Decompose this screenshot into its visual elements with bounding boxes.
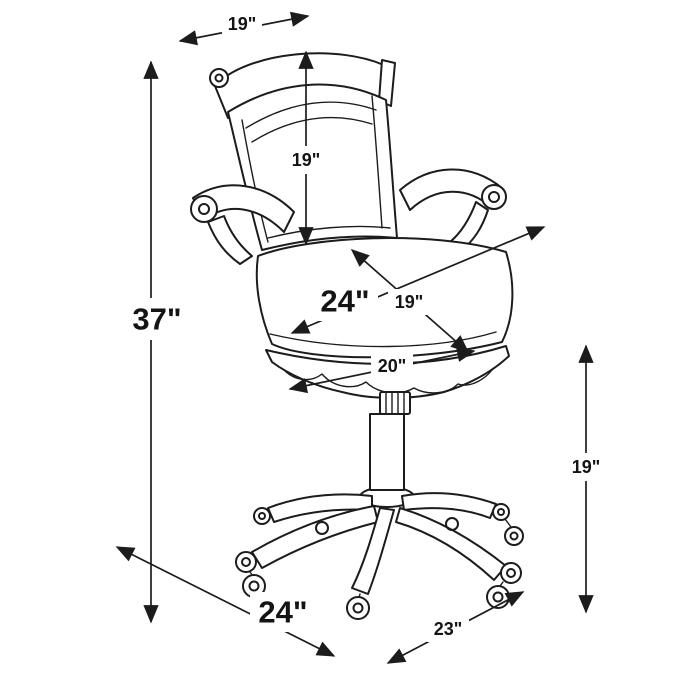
caster-front-right-hubcap: [492, 591, 504, 603]
crest-right-post: [378, 59, 396, 107]
dim-overall-height-label: 37": [132, 302, 181, 337]
dimension-label-bg: [285, 146, 327, 174]
chair-illustration: [190, 52, 524, 620]
dimension-label-bg: [388, 289, 430, 315]
dimension-base-width: 24": [115, 546, 336, 657]
leg-back-left: [267, 493, 373, 523]
dimension-label-bg: [124, 298, 190, 340]
caster-back-right-hubcap: [509, 531, 519, 541]
leg-back-left-scroll-inner-icon: [258, 512, 266, 520]
dimension-label-bg: [564, 453, 608, 481]
leg-front-right-scroll-inner-icon: [506, 568, 516, 578]
base-scroll-ornament-right-icon: [445, 517, 459, 531]
dimension-label-bg: [250, 592, 316, 632]
pedestal-column: [369, 413, 405, 491]
crest-left-scroll-inner-icon: [214, 73, 224, 83]
dimension-seat-depth: 19": [350, 248, 470, 354]
leg-front-center: [351, 507, 395, 595]
leg-back-right: [401, 492, 497, 519]
dimension-seat-to-floor: 19": [564, 344, 608, 614]
leg-back-right-scroll-inner-icon: [497, 508, 505, 516]
caster-back-right-stem: [504, 518, 512, 528]
dimension-overall-height: 37": [124, 60, 190, 624]
right-arm-scroll-inner-icon: [488, 191, 500, 203]
dim-seat-depth-label: 19": [395, 292, 424, 312]
dimension-label-bg: [427, 616, 469, 642]
left-arm-support: [207, 215, 253, 265]
back-inner-left-line: [241, 119, 269, 243]
left-armrest: [192, 184, 295, 233]
dim-seat-diagonal-label: 24": [320, 284, 369, 319]
dimension-label-bg: [371, 353, 413, 379]
dim-seat-to-floor-label: 19": [572, 457, 601, 477]
base-scroll-ornament-left-icon: [315, 521, 329, 535]
dim-base-width-label: 24": [258, 595, 307, 630]
dim-seat-width-label: 20": [378, 356, 407, 376]
height-adjuster-ribs: [385, 392, 405, 414]
left-arm-scroll-inner-icon: [198, 203, 210, 215]
caster-front-left-hubcap: [248, 580, 260, 592]
height-adjuster-knob: [379, 391, 411, 415]
dimension-label-bg: [222, 12, 262, 36]
dim-top-width-label: 19": [228, 14, 257, 34]
leg-front-left-scroll-inner-icon: [241, 557, 251, 567]
dimension-line: [115, 546, 336, 657]
dimension-back-height: 19": [285, 50, 327, 246]
right-armrest: [399, 168, 503, 211]
dim-back-height-label: 19": [292, 150, 321, 170]
caster-front-center-hubcap: [352, 602, 364, 614]
dimension-top-width: 19": [178, 11, 310, 46]
back-inner-right-line: [371, 95, 383, 229]
dimension-base-depth: 23": [386, 591, 525, 664]
dimension-seat-width: 20": [288, 346, 476, 394]
dim-base-depth-label: 23": [434, 619, 463, 639]
